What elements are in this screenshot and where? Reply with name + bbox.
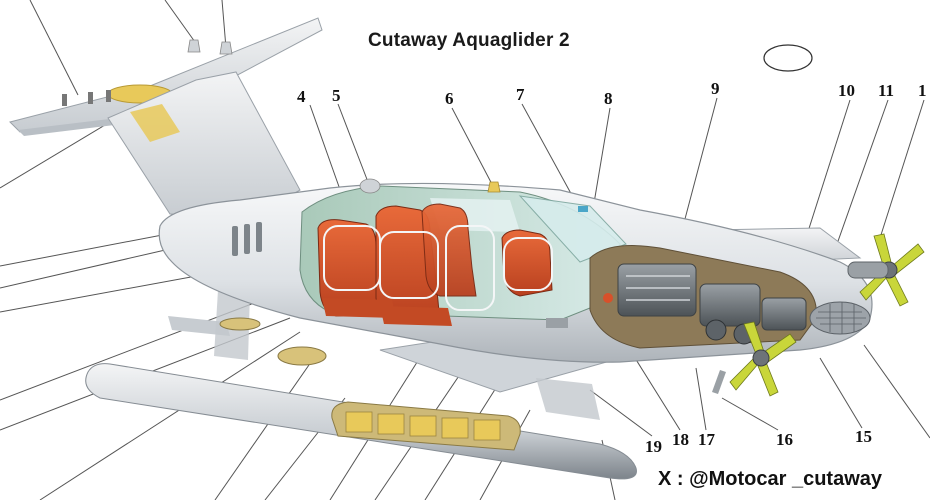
callout-9: 9 <box>711 79 720 98</box>
callout-17: 17 <box>698 430 715 449</box>
nose-intake-grille <box>809 301 871 335</box>
callout-10: 10 <box>838 81 855 100</box>
callout-18: 18 <box>672 430 689 449</box>
engine-bay <box>589 245 817 349</box>
callout-4: 4 <box>297 87 306 106</box>
seats <box>317 203 553 326</box>
callout-1: 1 <box>918 81 927 100</box>
propeller-upper <box>847 233 925 307</box>
callout-5: 5 <box>332 86 341 105</box>
callout-19: 19 <box>645 437 662 456</box>
cabin-details <box>219 44 813 366</box>
diagram-title: Cutaway Aquaglider 2 <box>368 30 570 51</box>
propeller-lower <box>712 321 797 397</box>
callout-7: 7 <box>516 85 525 104</box>
author-credit: X : @Motocar _cutaway <box>658 468 883 490</box>
callout-16: 16 <box>776 430 793 449</box>
pontoon-float <box>85 290 637 480</box>
callout-8: 8 <box>604 89 613 108</box>
callout-11: 11 <box>878 81 895 100</box>
vertical-fin <box>107 39 301 219</box>
door-frames <box>323 225 553 311</box>
callout-15: 15 <box>855 427 872 446</box>
callout-6: 6 <box>445 89 454 108</box>
